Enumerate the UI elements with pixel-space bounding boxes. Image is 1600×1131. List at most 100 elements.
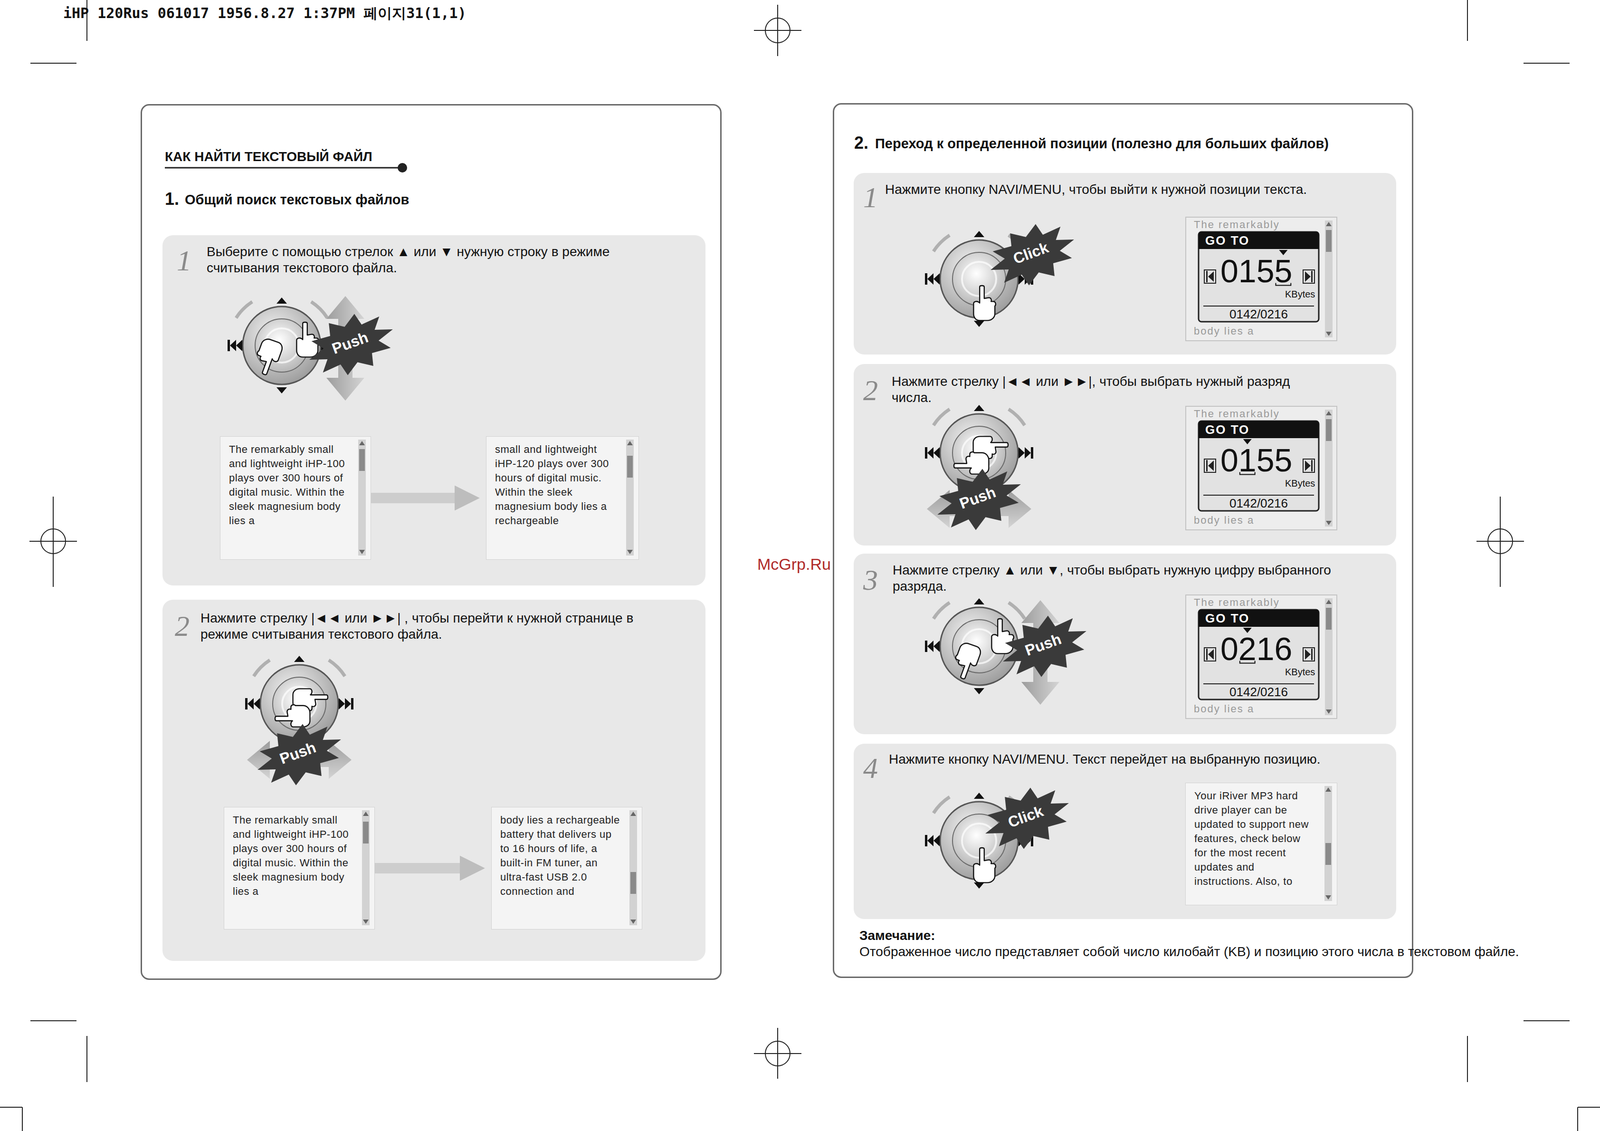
scrollbar-thumb bbox=[1325, 607, 1332, 630]
drawing-part bbox=[1499, 496, 1501, 587]
drawing-part bbox=[0, 1106, 23, 1108]
drawing-part bbox=[245, 655, 354, 752]
lcd-position: 0142/0216 bbox=[1198, 306, 1319, 322]
drawing-part bbox=[86, 1035, 88, 1082]
drawing-part bbox=[30, 62, 77, 64]
drawing-part bbox=[991, 618, 1014, 654]
drawing-part bbox=[296, 322, 319, 357]
drawing-part bbox=[1577, 1106, 1579, 1131]
print-header: iHP 120Rus 061017 1956.8.27 1:37PM 페이지31… bbox=[63, 3, 467, 24]
screen-text: The remarkably small and lightweight iHP… bbox=[232, 812, 354, 899]
drawing-part bbox=[777, 1027, 779, 1079]
lcd-title-bar bbox=[1198, 609, 1319, 627]
drawing-part bbox=[993, 604, 1096, 688]
drawing-part bbox=[1466, 0, 1468, 41]
scrollbar-thumb bbox=[362, 821, 369, 844]
lcd-title: GO TO bbox=[1205, 610, 1250, 626]
background-text: The remarkably bbox=[1193, 596, 1280, 609]
step-box: The remarkably small and lightweight iHP… bbox=[162, 599, 706, 961]
drawing-part bbox=[293, 688, 328, 711]
step-number: 3 bbox=[863, 564, 878, 595]
step-number: 2 bbox=[863, 375, 878, 405]
scroll-arrow bbox=[1325, 410, 1332, 525]
drawing-part bbox=[973, 847, 996, 883]
drawing-part bbox=[980, 213, 1084, 296]
drawing-part bbox=[1577, 1106, 1600, 1108]
screen-text: body lies a rechargeable battery that de… bbox=[500, 812, 621, 899]
lcd-display bbox=[1198, 231, 1319, 322]
drawing-part bbox=[973, 285, 996, 321]
text-screen: Your iRiver MP3 hard drive player can be… bbox=[1185, 782, 1338, 905]
screen-text: Your iRiver MP3 hard drive player can be… bbox=[1194, 788, 1316, 889]
scroll-arrow bbox=[630, 811, 637, 924]
step-box: The remarkably small and lightweight iHP… bbox=[162, 235, 706, 586]
text-screen: body lies a rechargeable battery that de… bbox=[491, 806, 643, 930]
lcd-title-bar bbox=[1198, 420, 1319, 439]
drawing-part bbox=[924, 230, 1034, 327]
step-instruction: Нажмите стрелку |◄◄ или ►►| , чтобы пере… bbox=[200, 609, 671, 643]
drawing-part bbox=[247, 713, 351, 796]
lcd-title-bar bbox=[1198, 231, 1319, 249]
lcd-screen: The remarkablyGO TO0155KBytes0142/0216bo… bbox=[1185, 405, 1338, 531]
scroll-arrow bbox=[627, 440, 633, 554]
drawing-part bbox=[30, 1019, 77, 1021]
section-number: 2. bbox=[854, 133, 869, 153]
scrollbar-thumb bbox=[630, 871, 637, 894]
scrollbar-track bbox=[629, 809, 638, 925]
drawing-part bbox=[924, 404, 1034, 501]
watermark: McGrp.Ru bbox=[755, 554, 833, 574]
screen-text: The remarkably small and lightweight iHP… bbox=[228, 442, 350, 528]
step-box: The remarkablyGO TO0155KBytes0142/0216bo… bbox=[853, 172, 1397, 355]
lcd-number: 0155 bbox=[1220, 443, 1293, 477]
drawing-part bbox=[164, 167, 399, 169]
scrollbar-track bbox=[626, 439, 634, 556]
drawing-part bbox=[227, 297, 336, 394]
scrollbar-track bbox=[1324, 785, 1333, 901]
step-instruction: Нажмите кнопку NAVI/MENU. Текст перейдет… bbox=[888, 751, 1388, 768]
screen-text: small and lightweight iHP-120 plays over… bbox=[495, 442, 618, 528]
page-frame: The remarkably small and lightweight iHP… bbox=[140, 104, 722, 980]
background-text: body lies a bbox=[1193, 514, 1255, 527]
section-title: Переход к определенной позиции (полезно … bbox=[875, 135, 1329, 152]
background-text: The remarkably bbox=[1193, 407, 1280, 420]
scrollbar-track bbox=[358, 439, 366, 556]
scrollbar-thumb bbox=[1325, 419, 1332, 441]
step-instruction: Выберите с помощью стрелок ▲ или ▼ нужну… bbox=[206, 243, 663, 277]
text-screen: small and lightweight iHP-120 plays over… bbox=[485, 436, 639, 560]
scroll-arrow bbox=[1325, 221, 1332, 336]
scrollbar-thumb bbox=[359, 448, 365, 471]
drawing-part bbox=[949, 640, 983, 682]
lcd-unit: KBytes bbox=[1285, 288, 1315, 300]
page-frame: The remarkablyGO TO0155KBytes0142/0216bo… bbox=[832, 103, 1414, 978]
drawing-part bbox=[973, 436, 1009, 458]
lcd-number: 0155 bbox=[1220, 254, 1293, 287]
background-text: body lies a bbox=[1193, 702, 1255, 715]
step-box: Your iRiver MP3 hard drive player can be… bbox=[853, 743, 1397, 919]
section-title: Общий поиск текстовых файлов bbox=[184, 191, 410, 208]
step-number: 1 bbox=[176, 245, 192, 276]
drawing-part bbox=[1523, 1019, 1570, 1021]
text-screen: The remarkably small and lightweight iHP… bbox=[223, 806, 375, 930]
lcd-divider bbox=[1203, 683, 1315, 685]
drawing-part bbox=[251, 336, 285, 378]
scrollbar-thumb bbox=[1325, 842, 1332, 865]
drawing-part bbox=[21, 1106, 23, 1131]
drawing-part bbox=[1466, 1035, 1468, 1082]
lcd-position: 0142/0216 bbox=[1198, 684, 1319, 700]
scrollbar-thumb bbox=[1325, 229, 1332, 252]
lcd-unit: KBytes bbox=[1285, 666, 1315, 678]
lcd-display bbox=[1198, 609, 1319, 700]
step-number: 1 bbox=[863, 182, 878, 212]
scrollbar-track bbox=[1324, 409, 1333, 527]
scroll-arrow bbox=[1325, 787, 1332, 900]
step-box: The remarkablyGO TO0155KBytes0142/0216bo… bbox=[853, 363, 1397, 546]
scrollbar-track bbox=[361, 809, 370, 925]
lcd-screen: The remarkablyGO TO0216KBytes0142/0216bo… bbox=[1185, 594, 1338, 719]
step-number: 2 bbox=[174, 610, 190, 641]
background-text: body lies a bbox=[1193, 324, 1255, 338]
note-text: Отображенное число представляет собой чи… bbox=[859, 943, 1520, 959]
lcd-unit: KBytes bbox=[1285, 477, 1315, 489]
step-instruction: Нажмите кнопку NAVI/MENU, чтобы выйти к … bbox=[885, 181, 1380, 198]
